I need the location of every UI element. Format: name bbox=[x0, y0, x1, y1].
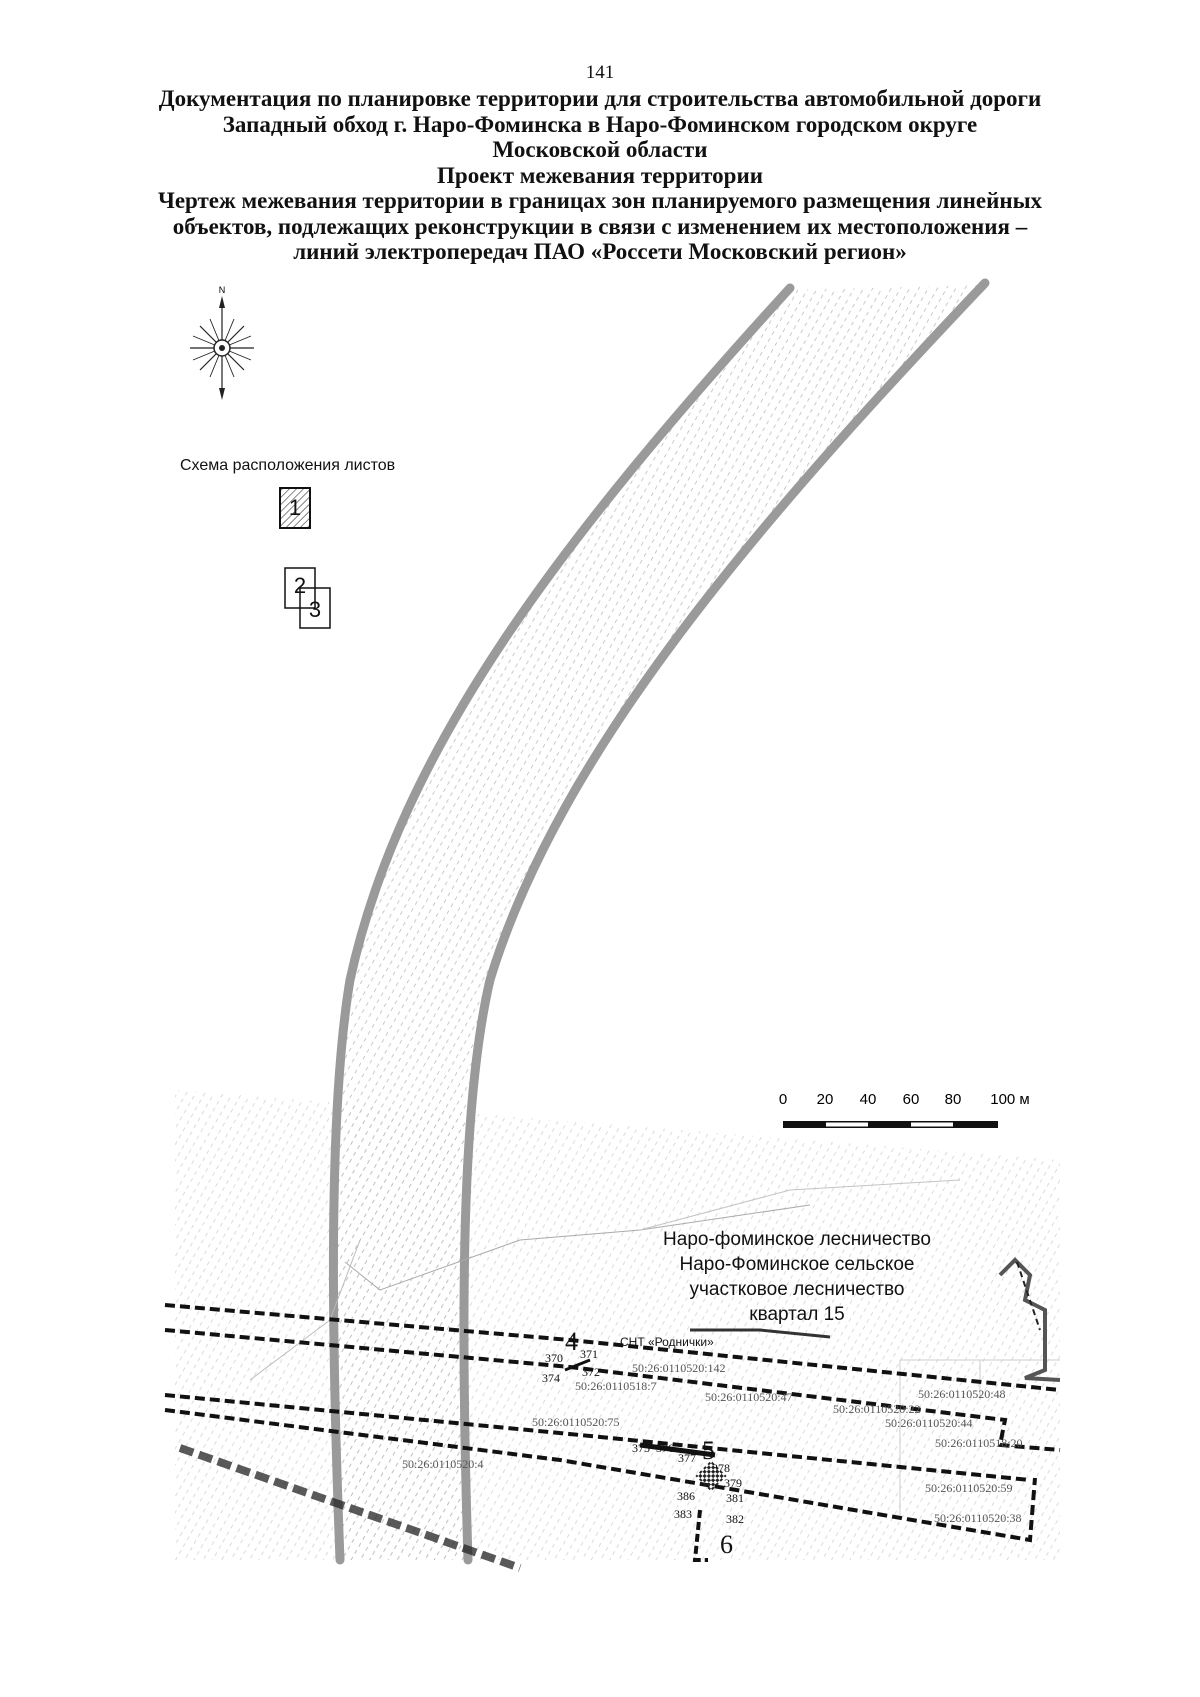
title-line: Московской области bbox=[492, 137, 708, 162]
title-line: Чертеж межевания территории в границах з… bbox=[157, 188, 1043, 213]
sheet-scheme: 1 2 3 bbox=[279, 487, 331, 629]
zone-5-marker bbox=[639, 1442, 716, 1458]
zone-4-marker bbox=[564, 1358, 591, 1372]
title-line: линий электропередач ПАО «Россети Москов… bbox=[293, 239, 907, 264]
title-line: объектов, подлежащих реконструкции в свя… bbox=[172, 213, 1028, 239]
sheet-1-number: 1 bbox=[289, 495, 301, 520]
compass-north-label: N bbox=[219, 285, 226, 295]
point-label: 379 bbox=[724, 1476, 742, 1490]
forestry-label-line: Наро-Фоминское сельское bbox=[680, 1254, 915, 1275]
snt-label: СНТ «Роднички» bbox=[620, 1335, 714, 1349]
sheet-1-box bbox=[279, 487, 311, 529]
forestry-label: Наро-фоминское лесничество Наро-Фоминско… bbox=[663, 1229, 931, 1325]
snt-boundary bbox=[690, 1328, 831, 1339]
cadastral-label: 50:26:0110520:38 bbox=[934, 1511, 1022, 1525]
zone-boundary-upper-2 bbox=[164, 1328, 1061, 1452]
scale-tick: 60 bbox=[903, 1091, 920, 1108]
point-label: 378 bbox=[712, 1461, 730, 1475]
document-title: Документация по планировке территории дл… bbox=[100, 86, 1100, 265]
forestry-label-line: квартал 15 bbox=[749, 1304, 844, 1325]
point-label: 371 bbox=[580, 1347, 598, 1361]
point-label: 382 bbox=[726, 1512, 744, 1526]
point-label: 370 bbox=[545, 1351, 563, 1365]
road-boundary-west bbox=[328, 283, 795, 1565]
point-label: 372 bbox=[582, 1365, 600, 1379]
zone-6-boundary bbox=[692, 1509, 708, 1562]
point-label: 383 bbox=[674, 1507, 692, 1521]
zone-boundary-middle bbox=[164, 1393, 1031, 1482]
cadastral-label: 50:26:0110520:4 bbox=[402, 1457, 484, 1471]
scale-bar: 0 20 40 60 80 100 м bbox=[779, 1091, 1030, 1128]
cadastral-label: 50:26:0110520:75 bbox=[532, 1415, 620, 1429]
road-corridor-hatch bbox=[332, 285, 985, 1560]
cadastral-label: 50:26:0110520:44 bbox=[885, 1416, 973, 1430]
compass-rose-icon: N bbox=[190, 285, 254, 400]
title-line: Проект межевания территории bbox=[437, 162, 763, 188]
existing-line bbox=[639, 1179, 961, 1231]
title-line: Западный обход г. Наро-Фоминска в Наро-Ф… bbox=[222, 111, 978, 137]
cadastral-label: 50:26:0110520:59 bbox=[925, 1481, 1013, 1495]
sheet-3-box bbox=[299, 587, 331, 629]
zone-number-6: 6 bbox=[720, 1530, 733, 1559]
point-label: 381 bbox=[726, 1491, 744, 1505]
point-label: 374 bbox=[542, 1371, 560, 1385]
forestry-label-line: участковое лесничество bbox=[690, 1279, 905, 1300]
zone-boundary-lower bbox=[164, 1408, 1037, 1543]
sheet-2-number: 2 bbox=[294, 573, 306, 598]
page-number: 141 bbox=[585, 62, 615, 83]
point-labels: 370 371 372 374 375 376 377 378 379 381 … bbox=[542, 1347, 744, 1526]
point-label: 376 bbox=[656, 1441, 674, 1455]
sheet-scheme-label: Схема расположения листов bbox=[180, 457, 395, 474]
forestry-boundary-dash bbox=[1016, 1261, 1041, 1331]
scale-tick: 40 bbox=[860, 1091, 877, 1108]
cadastral-label: 50:26:0110520:142 bbox=[632, 1361, 726, 1375]
cadastral-label: 50:26:0110518:20 bbox=[935, 1436, 1023, 1450]
zone-boundary-upper bbox=[164, 1303, 1061, 1392]
zone-number-4: 4 bbox=[565, 1327, 578, 1356]
cadastral-label: 50:26:0110518:7 bbox=[575, 1379, 657, 1393]
forestry-label-line: Наро-фоминское лесничество bbox=[663, 1229, 931, 1250]
scale-tick: 0 bbox=[779, 1091, 787, 1108]
sheet-3-number: 3 bbox=[309, 597, 321, 622]
scale-tick: 100 м bbox=[990, 1091, 1030, 1108]
zone-boundary-bottom bbox=[178, 1444, 522, 1572]
scale-tick: 20 bbox=[817, 1091, 834, 1108]
zone-number-5: 5 bbox=[702, 1436, 715, 1465]
road-boundary-east bbox=[459, 278, 990, 1565]
cadastral-label: 50:26:0110520:22 bbox=[833, 1402, 921, 1416]
cadastral-label: 50:26:0110520:47 bbox=[705, 1390, 793, 1404]
scale-tick: 80 bbox=[945, 1091, 962, 1108]
point-label: 386 bbox=[677, 1489, 695, 1503]
title-line: Документация по планировке территории дл… bbox=[158, 86, 1042, 111]
point-label: 375 bbox=[632, 1441, 650, 1455]
point-label: 377 bbox=[678, 1451, 696, 1465]
cadastral-labels: 50:26:0110520:142 50:26:0110518:7 50:26:… bbox=[402, 1361, 1023, 1525]
existing-line bbox=[344, 1204, 811, 1291]
cadastral-label: 50:26:0110520:48 bbox=[918, 1387, 1006, 1401]
